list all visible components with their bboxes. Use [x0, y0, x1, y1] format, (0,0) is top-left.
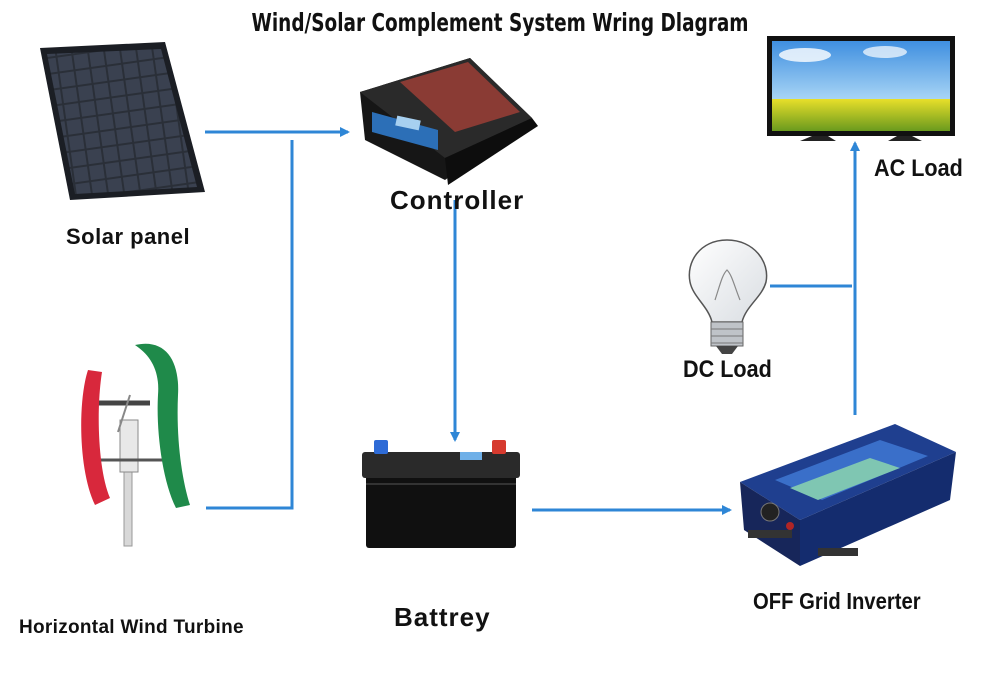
wires: [205, 127, 860, 515]
battery-label: Battrey: [394, 602, 491, 632]
diagram-title: Wind/Solar Complement System Wring Dlagr…: [251, 8, 749, 37]
wind-turbine-icon: [81, 343, 190, 547]
ac-load-label: AC Load: [874, 155, 963, 182]
solar-panel-icon: [40, 42, 205, 200]
light-bulb-icon: [688, 239, 768, 354]
controller-icon: [360, 58, 538, 185]
inverter-label: OFF Grid Inverter: [753, 588, 921, 614]
dc-load-label: DC Load: [683, 356, 772, 383]
inverter-icon: [740, 424, 956, 566]
wind-turbine-label: Horizontal Wind Turbine: [19, 617, 244, 638]
controller-label: Controller: [390, 185, 525, 215]
wire-turbine-to-controller: [206, 140, 294, 510]
tv-icon: [767, 36, 955, 141]
battery-icon: [362, 440, 520, 548]
solar-panel-label: Solar panel: [66, 224, 191, 249]
